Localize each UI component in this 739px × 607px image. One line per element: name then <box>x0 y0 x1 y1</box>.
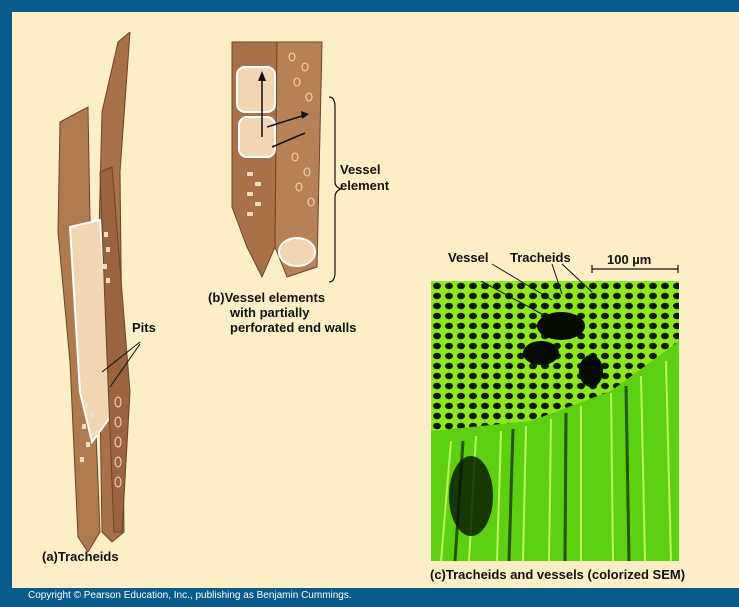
figure-panel: Pits (a)Tracheids Vessel element (b) <box>12 12 739 588</box>
vessel-element-illustration <box>217 37 347 297</box>
b-caption-line1: (b)Vessel elements <box>208 290 325 305</box>
pits-label: Pits <box>132 320 156 335</box>
vessel-element-label-2: element <box>340 178 389 193</box>
copyright-notice: Copyright © Pearson Education, Inc., pub… <box>28 590 352 601</box>
tracheids-caption: (a)Tracheids <box>42 549 119 564</box>
b-caption-line3: perforated end walls <box>230 320 356 335</box>
scale-bar <box>590 264 680 274</box>
sem-label-leaders <box>482 262 602 302</box>
b-caption-line2: with partially <box>230 305 309 320</box>
tracheids-illustration <box>40 32 200 552</box>
sem-caption: (c)Tracheids and vessels (colorized SEM) <box>430 567 685 582</box>
sem-micrograph <box>431 281 679 561</box>
vessel-element-label-1: Vessel <box>340 162 381 177</box>
